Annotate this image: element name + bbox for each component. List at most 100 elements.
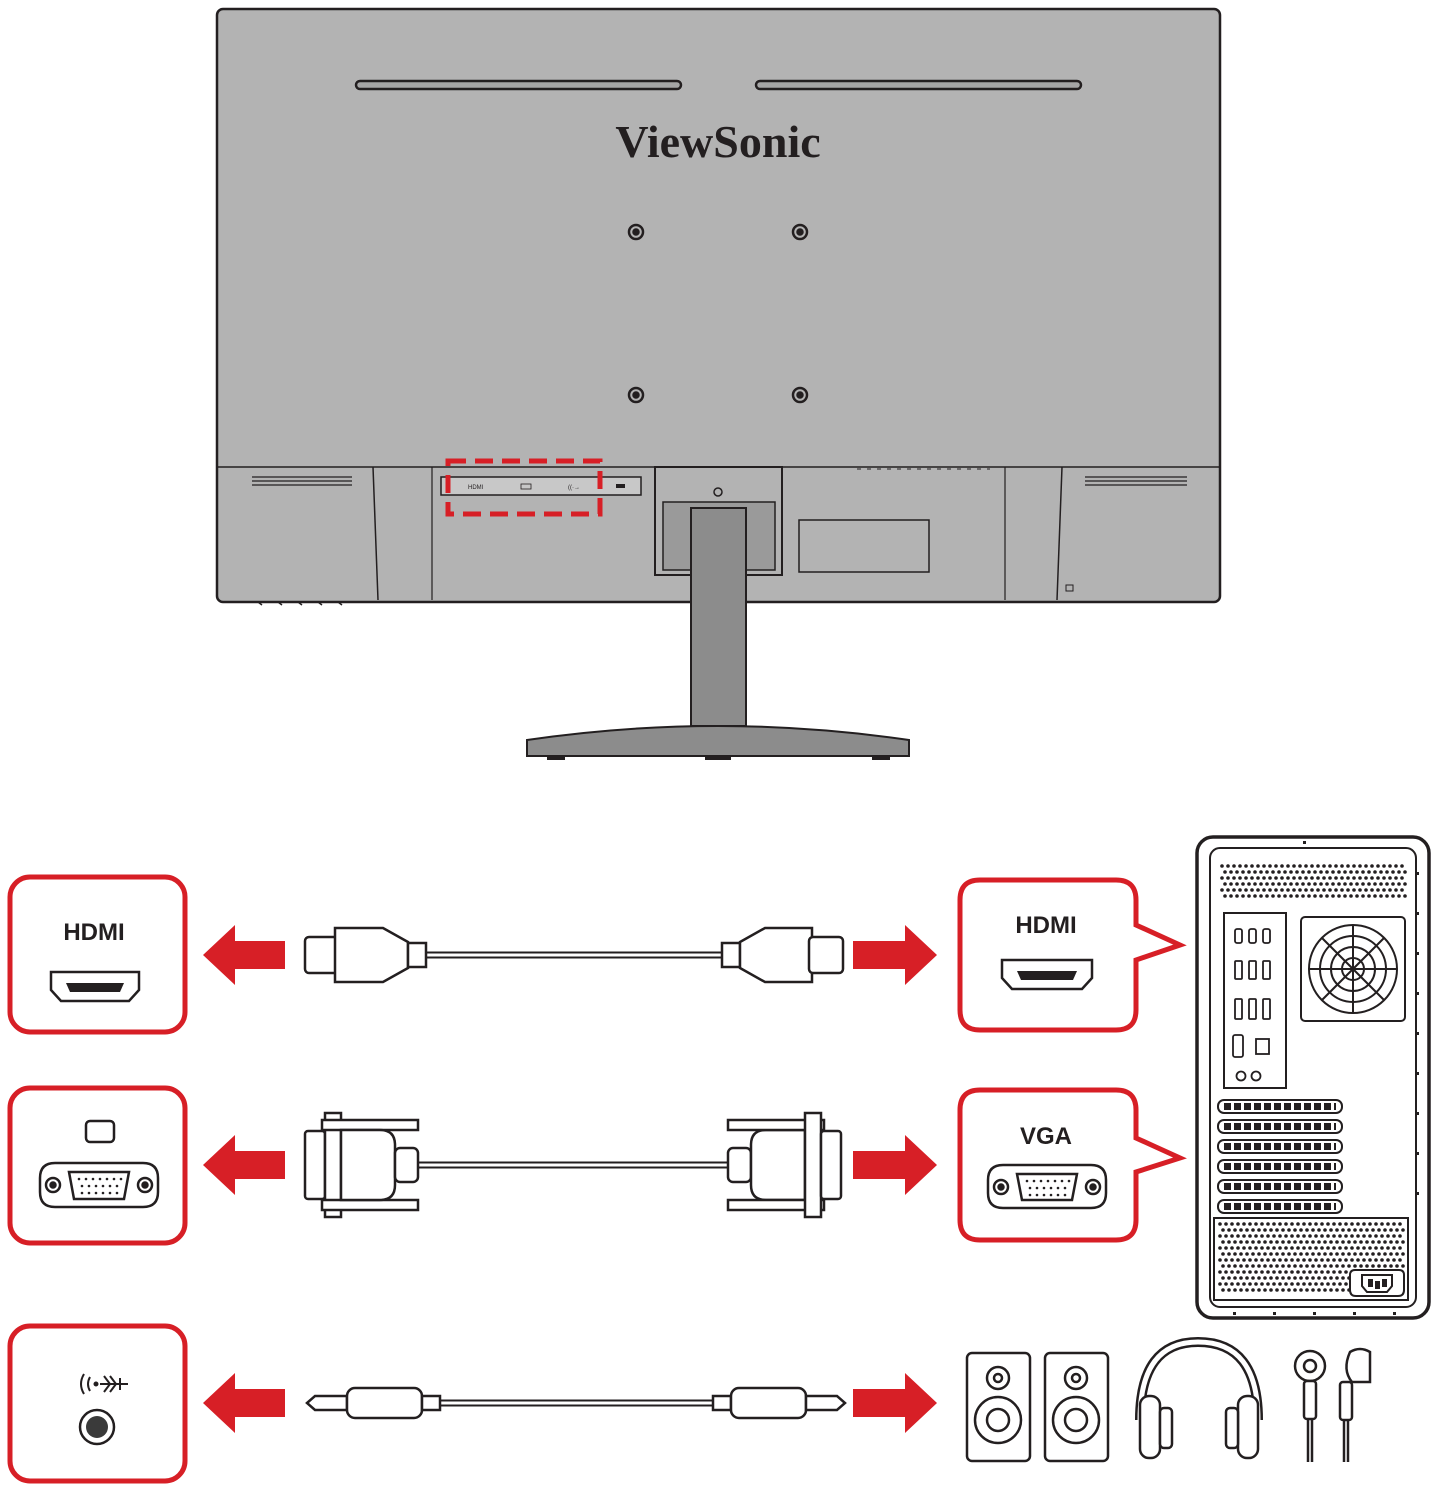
hdmi-cable [303,926,845,984]
vent-hole [1227,1240,1231,1244]
vent-hole [1302,1246,1306,1250]
vent-hole [1317,1252,1321,1256]
vent-hole [1268,876,1272,880]
vent-hole [1383,1252,1387,1256]
vent-hole [1298,888,1302,892]
vent-hole [1278,1234,1282,1238]
vent-hole [1356,1234,1360,1238]
vent-hole [1245,1276,1249,1280]
vent-hole [1299,1264,1303,1268]
vent-hole [1397,894,1401,898]
vent-hole [1245,1240,1249,1244]
vent-hole [1242,1258,1246,1262]
vent-hole [1275,1276,1279,1280]
vent-hole [1242,1270,1246,1274]
vent-hole [1326,1282,1330,1286]
vent-hole [1323,1252,1327,1256]
port-panel [440,476,642,496]
vent-hole [1248,1234,1252,1238]
vent-hole [1236,1270,1240,1274]
vent-hole [1287,1264,1291,1268]
vent-hole [1350,1246,1354,1250]
vent-hole [1325,870,1329,874]
vent-hole [1335,1276,1339,1280]
vent-hole [1392,1258,1396,1262]
vent-hole [1373,894,1377,898]
vent-hole [1223,894,1227,898]
vent-hole [1250,876,1254,880]
vent-hole [1248,1258,1252,1262]
vent-hole [1368,1222,1372,1226]
pc-hdmi-port-callout: HDMI [957,877,1187,1033]
vent-hole [1350,1258,1354,1262]
vent-hole [1254,1270,1258,1274]
vent-hole [1322,864,1326,868]
vent-hole [1307,870,1311,874]
vent-hole [1289,882,1293,886]
vent-hole [1262,876,1266,880]
vent-hole [1340,888,1344,892]
vent-hole [1370,864,1374,868]
vent-hole [1344,1282,1348,1286]
vent-hole [1386,1246,1390,1250]
vent-hole [1329,1240,1333,1244]
vent-hole [1284,1258,1288,1262]
vent-hole [1331,882,1335,886]
vent-hole [1398,1222,1402,1226]
vent-hole [1377,1228,1381,1232]
vent-hole [1365,1228,1369,1232]
vent-hole [1281,1288,1285,1292]
vent-hole [1364,888,1368,892]
vent-hole [1227,1264,1231,1268]
vent-hole [1316,864,1320,868]
vent-hole [1341,1276,1345,1280]
vent-hole [1257,1264,1261,1268]
vent-hole [1385,870,1389,874]
vent-hole [1335,1288,1339,1292]
vent-hole [1386,1222,1390,1226]
vent-hole [1268,888,1272,892]
vent-hole [1301,882,1305,886]
vent-hole [1281,1264,1285,1268]
vent-hole [1361,882,1365,886]
vent-hole [1371,1264,1375,1268]
vent-hole [1338,1234,1342,1238]
vent-hole [1391,894,1395,898]
vent-hole [1245,1252,1249,1256]
vent-hole [1263,1264,1267,1268]
vent-hole [1388,888,1392,892]
vent-hole [1235,870,1239,874]
vent-hole [1230,1246,1234,1250]
vent-hole [1347,1228,1351,1232]
vent-hole [1272,1282,1276,1286]
vent-hole [1250,864,1254,868]
label-plate [798,519,930,573]
vent-hole [1329,1252,1333,1256]
vent-hole [1242,1246,1246,1250]
vent-hole [1293,1276,1297,1280]
vent-hole [1332,1246,1336,1250]
vent-hole [1395,1240,1399,1244]
vent-hole [1236,1258,1240,1262]
vent-hole [1385,894,1389,898]
vent-hole [1374,1222,1378,1226]
vent-hole [1388,876,1392,880]
vent-hole [1356,1222,1360,1226]
vent-hole [1320,1234,1324,1238]
vent-hole [1251,1264,1255,1268]
vent-hole [1344,1246,1348,1250]
vent-hole [1286,864,1290,868]
vent-hole [1322,876,1326,880]
vent-hole [1220,864,1224,868]
vent-hole [1346,864,1350,868]
vent-hole [1269,1228,1273,1232]
vent-hole [1247,870,1251,874]
vent-hole [1233,1228,1237,1232]
vent-hole [1391,882,1395,886]
vent-hole [1230,1258,1234,1262]
vent-hole [1382,888,1386,892]
vent-hole [1383,1264,1387,1268]
vent-hole [1353,1264,1357,1268]
vent-hole [1368,1246,1372,1250]
vent-hole [1235,882,1239,886]
